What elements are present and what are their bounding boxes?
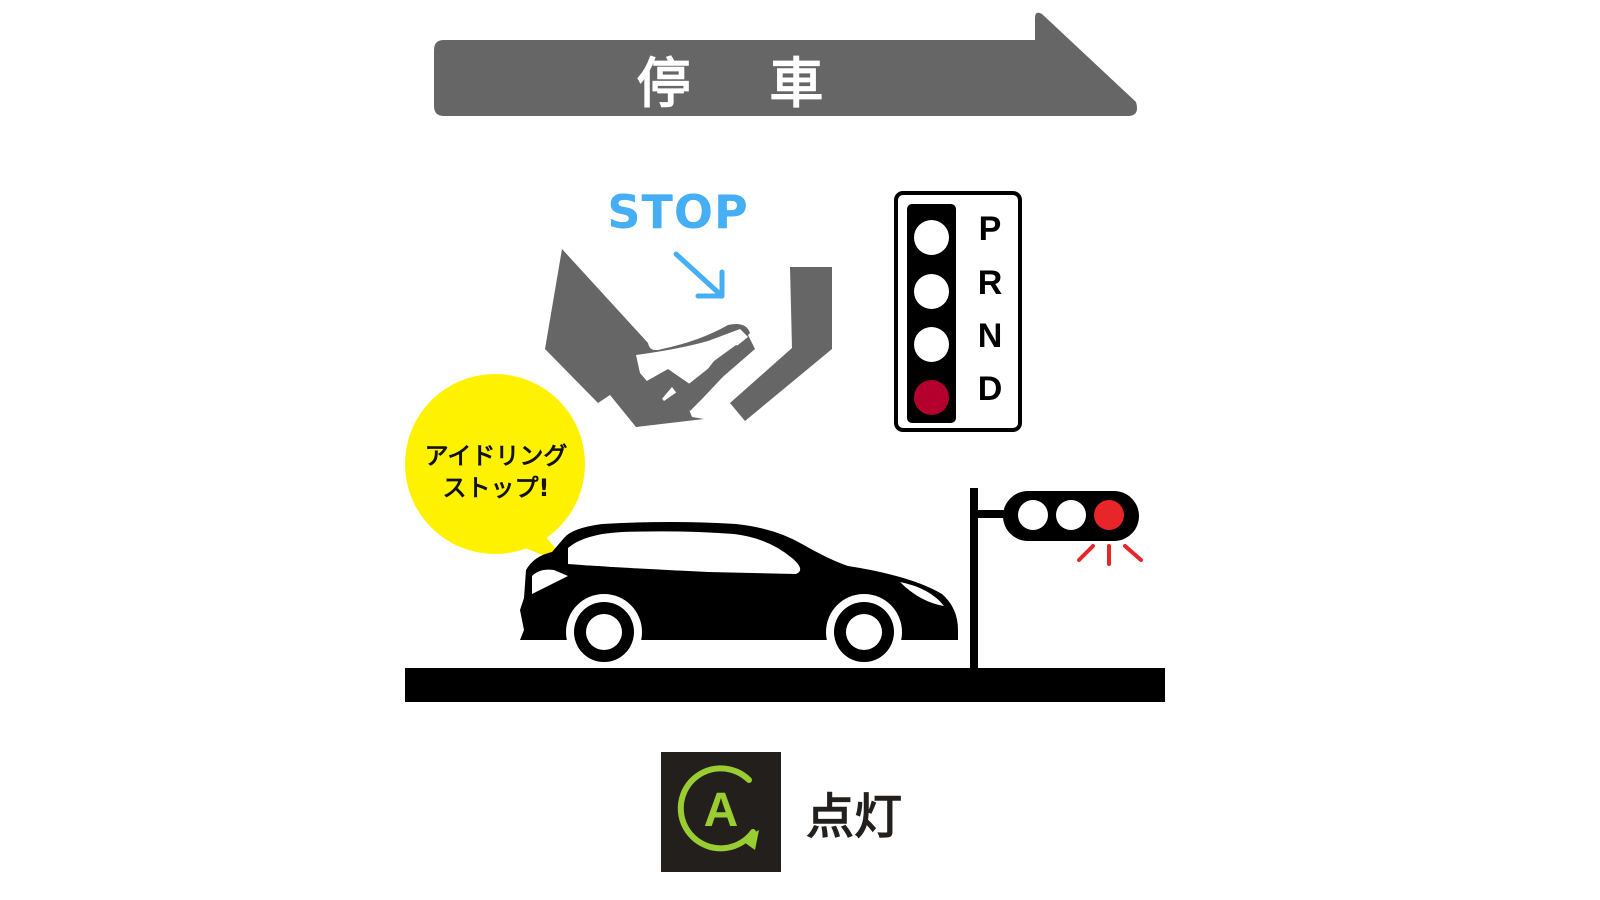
stop-label: STOP	[607, 185, 749, 239]
indicator-status-label: 点灯	[806, 789, 903, 845]
bubble-line-1: アイドリング	[424, 442, 568, 470]
speech-bubble-text: アイドリング ストップ!	[406, 432, 586, 512]
foot-on-brake-pedal-icon	[545, 249, 832, 427]
circular-arrow-icon	[677, 765, 759, 852]
bubble-line-2: ストップ!	[442, 474, 550, 502]
gear-indicator-d	[914, 380, 949, 415]
gear-label-d: D	[977, 369, 1003, 408]
gear-track	[907, 204, 956, 423]
indicator-letter: A	[703, 783, 739, 837]
gear-label-n: N	[977, 316, 1003, 355]
gear-label-r: R	[977, 263, 1003, 302]
banner-title: 停 車	[636, 51, 854, 115]
down-right-arrow-icon	[673, 251, 725, 299]
traffic-light-icon	[970, 488, 1143, 672]
gear-indicator-r	[914, 274, 949, 309]
car-icon	[520, 522, 958, 670]
gear-indicator-p	[914, 220, 949, 255]
gear-selector-panel: P R N D	[894, 191, 1022, 432]
road-line	[405, 668, 1165, 702]
auto-stop-indicator-lamp: A	[661, 752, 781, 872]
gear-indicator-n	[914, 327, 949, 362]
gear-label-p: P	[978, 209, 1002, 248]
